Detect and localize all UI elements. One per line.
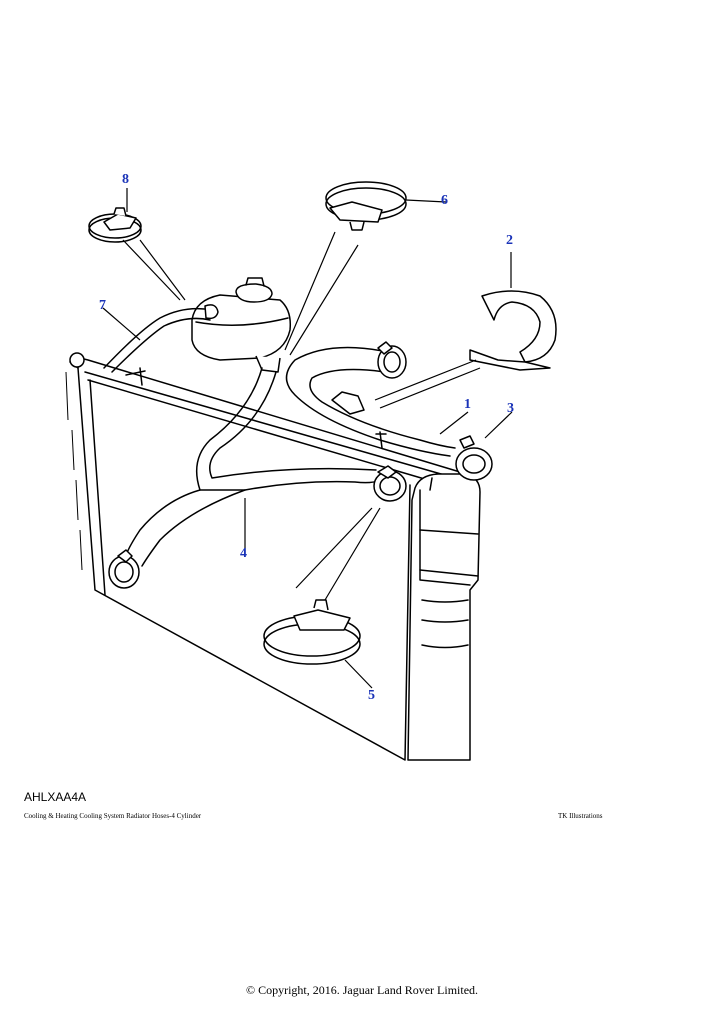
expansion-tank — [191, 277, 292, 373]
radiator-hoses-diagram — [65, 181, 557, 761]
callout-2: 2 — [506, 233, 513, 248]
hose-clip-8 — [88, 207, 142, 243]
illustration-credit: TK Illustrations — [558, 812, 603, 820]
radiator-end-tank — [407, 473, 481, 761]
callout-7: 7 — [99, 298, 106, 313]
upper-hose — [285, 341, 493, 481]
callout-5: 5 — [368, 688, 375, 703]
illustration-code: AHLXAA4A — [24, 790, 87, 804]
lower-hose — [108, 367, 407, 589]
radiator-bolt-icon — [69, 352, 85, 368]
diagram-caption: Cooling & Heating Cooling System Radiato… — [24, 812, 202, 820]
callout-1: 1 — [464, 397, 471, 412]
leader-lines — [102, 188, 513, 689]
copyright-notice: © Copyright, 2016. Jaguar Land Rover Lim… — [245, 983, 479, 997]
hose-bracket-2 — [469, 290, 557, 371]
radiator — [65, 352, 471, 761]
callout-8: 8 — [122, 172, 129, 187]
hose-clip-5 — [263, 599, 361, 665]
hose-clip-6 — [325, 181, 407, 231]
callout-6: 6 — [441, 193, 448, 208]
callout-4: 4 — [240, 546, 247, 561]
overflow-hose — [103, 307, 213, 369]
callout-3: 3 — [507, 401, 514, 416]
